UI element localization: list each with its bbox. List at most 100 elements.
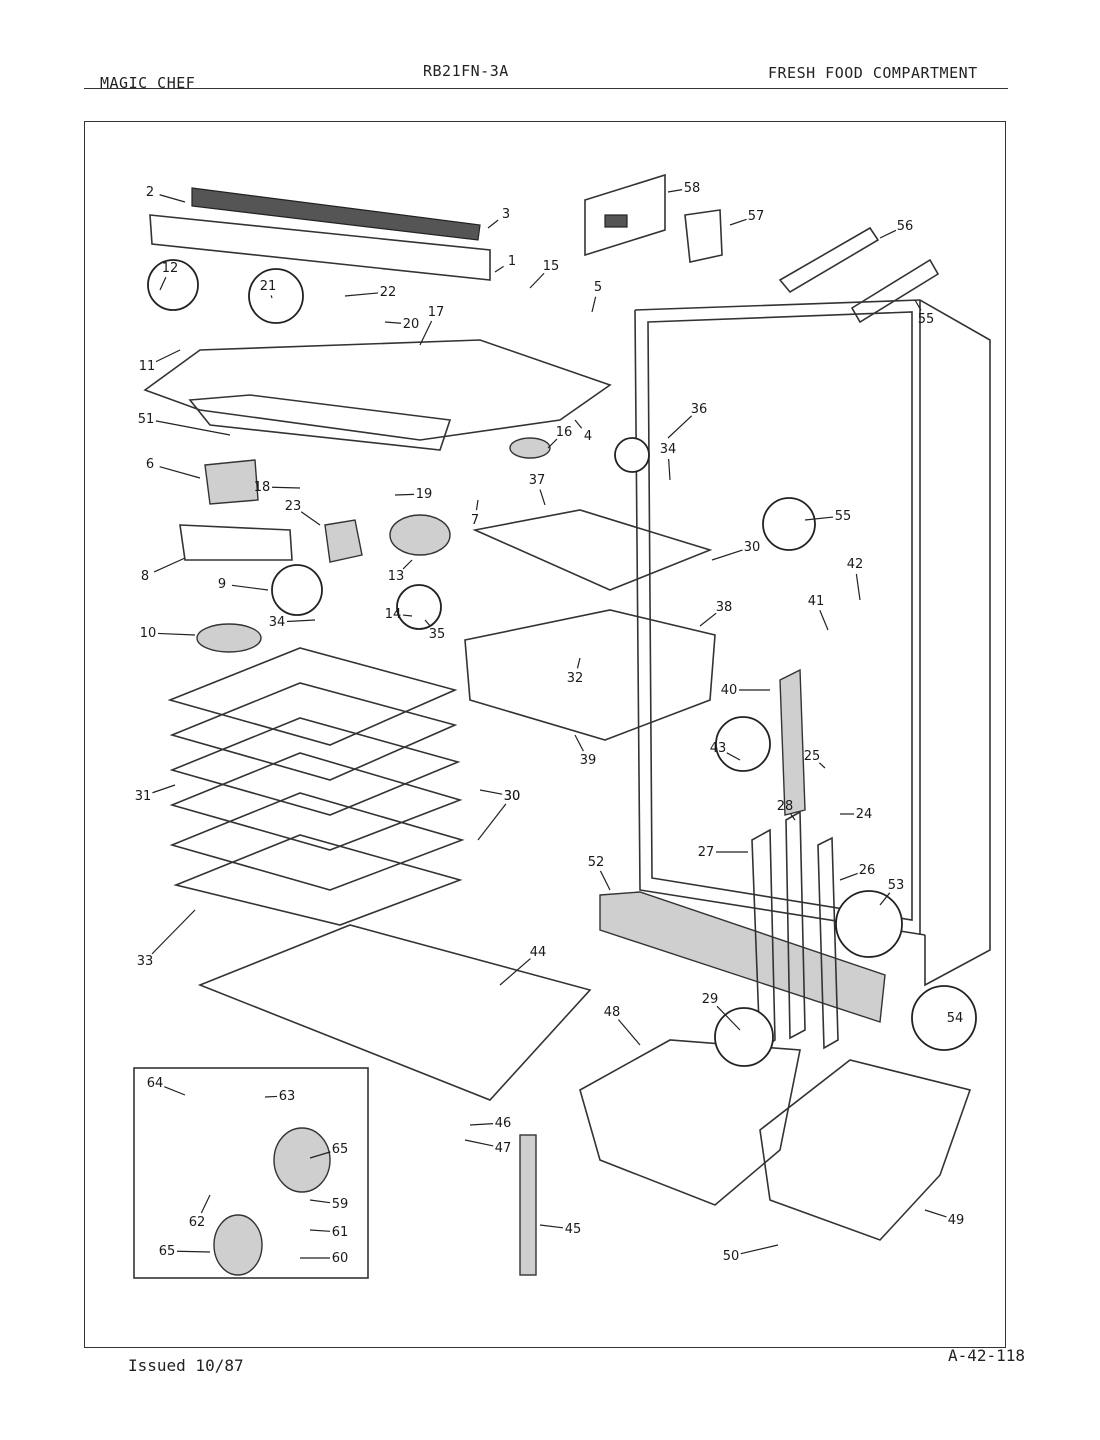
- callout-7: 7: [471, 513, 479, 528]
- leader-line-46: [469, 1123, 494, 1126]
- callout-62: 62: [189, 1215, 206, 1230]
- callout-49: 49: [948, 1213, 965, 1228]
- callout-51: 51: [138, 412, 155, 427]
- leader-line-22: [344, 292, 379, 297]
- leader-line-30: [711, 549, 743, 561]
- callout-59: 59: [332, 1197, 349, 1212]
- callout-4: 4: [584, 429, 592, 444]
- leader-line-7: [475, 499, 479, 511]
- callout-19: 19: [416, 487, 433, 502]
- leader-line-50: [740, 1244, 779, 1255]
- leader-line-1: [494, 265, 504, 273]
- drawing-code: A-42-118: [948, 1346, 1026, 1365]
- leader-line-4: [574, 419, 583, 429]
- leader-line-65: [309, 1151, 331, 1159]
- callout-38: 38: [716, 600, 733, 615]
- leader-lines: [151, 189, 947, 1259]
- callout-58: 58: [684, 181, 701, 196]
- callout-25: 25: [804, 749, 821, 764]
- cabinet-shell: [634, 299, 991, 987]
- callout-26: 26: [859, 863, 876, 878]
- leader-line-32: [576, 657, 581, 669]
- callout-5: 5: [594, 280, 602, 295]
- callout-40: 40: [721, 683, 738, 698]
- meat-keeper: [464, 509, 716, 741]
- leader-line-55: [804, 516, 834, 521]
- callout-33: 33: [137, 954, 154, 969]
- callout-64: 64: [147, 1076, 164, 1091]
- callout-54: 54: [947, 1011, 964, 1026]
- callout-52: 52: [588, 855, 605, 870]
- shelf-ladders: [751, 810, 839, 1052]
- issued-date: Issued 10/87: [128, 1356, 244, 1375]
- leader-line-48: [618, 1019, 641, 1046]
- callout-12: 12: [162, 261, 179, 276]
- leader-line-14: [402, 614, 413, 617]
- leader-line-15: [529, 272, 545, 289]
- section-title: FRESH FOOD COMPARTMENT: [768, 64, 978, 82]
- callout-65: 65: [332, 1142, 349, 1157]
- callout-2: 2: [146, 185, 154, 200]
- brand-label: MAGIC CHEF: [100, 74, 196, 92]
- callout-28: 28: [777, 799, 794, 814]
- leader-line-64: [164, 1086, 186, 1096]
- leader-line-8: [153, 557, 186, 573]
- callout-37: 37: [529, 473, 546, 488]
- callout-10: 10: [140, 626, 157, 641]
- leader-line-58: [667, 189, 683, 193]
- callout-30: 30: [744, 540, 761, 555]
- crisper-drawers: [579, 1039, 972, 1241]
- leader-line-59: [309, 1199, 331, 1204]
- callout-44: 44: [530, 945, 547, 960]
- callout-45: 45: [565, 1222, 582, 1237]
- top-shelf-supports: [778, 226, 940, 324]
- leader-line-35: [424, 619, 431, 627]
- leader-line-10: [157, 632, 196, 636]
- leader-line-36: [667, 415, 693, 439]
- callout-63: 63: [279, 1089, 296, 1104]
- callout-8: 8: [141, 569, 149, 584]
- leader-line-30: [477, 803, 507, 841]
- callout-17: 17: [428, 305, 445, 320]
- leader-line-30: [479, 789, 503, 795]
- callout-34: 34: [660, 442, 677, 457]
- callout-56: 56: [897, 219, 914, 234]
- callout-6: 6: [146, 457, 154, 472]
- callout-27: 27: [698, 845, 715, 860]
- leader-line-44: [499, 958, 531, 986]
- diagram-frame: [84, 121, 1006, 1348]
- callout-55: 55: [835, 509, 852, 524]
- leader-line-31: [152, 784, 176, 794]
- callout-24: 24: [856, 807, 873, 822]
- header-rule: [84, 88, 1008, 89]
- callout-46: 46: [495, 1116, 512, 1131]
- callout-32: 32: [567, 671, 584, 686]
- callout-11: 11: [139, 359, 156, 374]
- callout-18: 18: [254, 480, 271, 495]
- callout-3: 3: [502, 207, 510, 222]
- leader-line-25: [818, 762, 826, 769]
- leader-line-20: [384, 321, 402, 324]
- callout-20: 20: [403, 317, 420, 332]
- leader-line-33: [151, 909, 196, 955]
- callout-35: 35: [429, 627, 446, 642]
- leader-line-45: [539, 1224, 564, 1229]
- leader-line-65: [176, 1250, 211, 1253]
- leader-line-38: [699, 612, 717, 627]
- leader-line-2: [159, 194, 186, 203]
- callout-53: 53: [888, 878, 905, 893]
- callout-36: 36: [691, 402, 708, 417]
- leader-line-37: [539, 489, 546, 506]
- model-number: RB21FN-3A: [423, 62, 509, 80]
- leader-line-61: [309, 1229, 331, 1232]
- leader-line-43: [726, 752, 741, 761]
- leader-line-9: [231, 584, 269, 591]
- callout-22: 22: [380, 285, 397, 300]
- leader-line-12: [159, 276, 167, 291]
- callout-31: 31: [135, 789, 152, 804]
- small-parts: [179, 437, 806, 1276]
- leader-line-11: [155, 349, 181, 363]
- callout-61: 61: [332, 1225, 349, 1240]
